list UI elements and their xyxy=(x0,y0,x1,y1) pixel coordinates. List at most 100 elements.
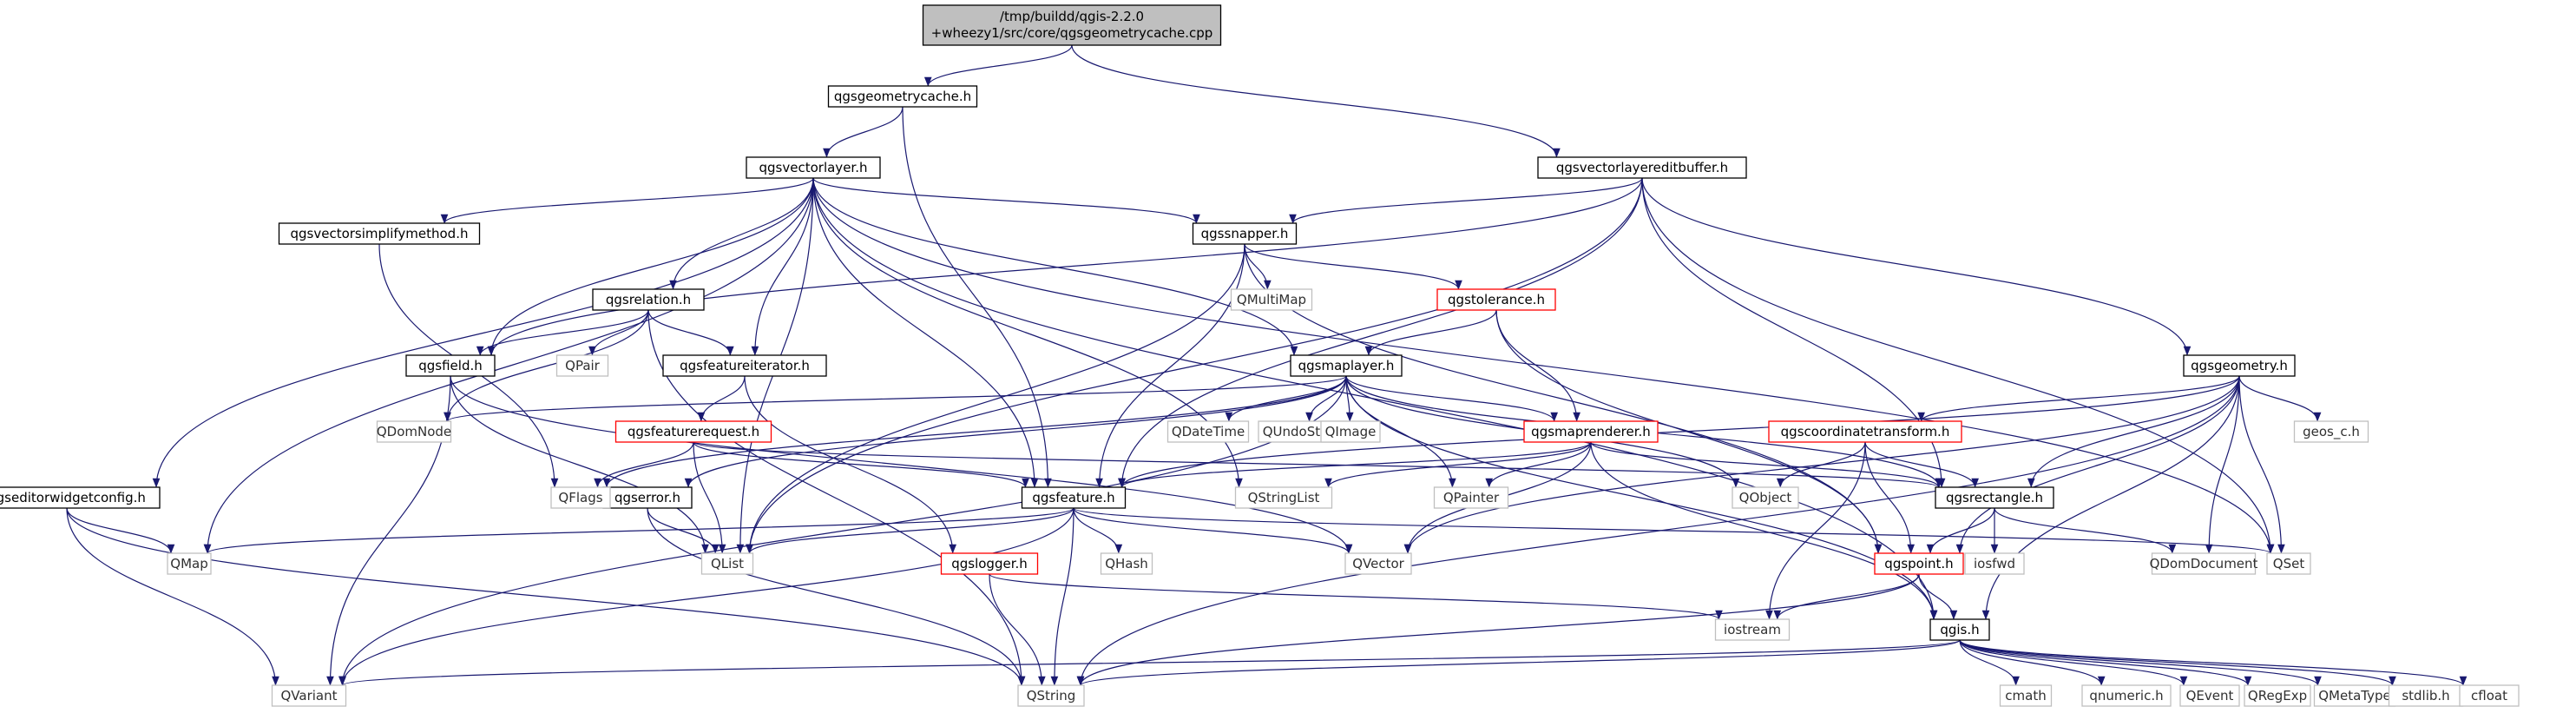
node-qlist: QList xyxy=(700,552,754,575)
node-box-qgsrectangle xyxy=(1935,486,2054,509)
node-qgsfeaturerequest[interactable]: qgsfeaturerequest.h xyxy=(614,420,772,443)
edge-qgsvectorlayereditbuffer-to-qgsgeometry xyxy=(1641,177,2192,356)
node-box-qimage xyxy=(1320,420,1381,443)
node-qgsvectorlayereditbuffer[interactable]: qgsvectorlayereditbuffer.h xyxy=(1537,156,1747,179)
edge-qgsgeometry-to-qdomdocument xyxy=(2205,375,2240,554)
edge-qgsfeature-to-qhash xyxy=(1073,507,1123,554)
node-label-root-2: +wheezy1/src/core/qgsgeometrycache.cpp xyxy=(931,25,1213,41)
node-qgis[interactable]: qgis.h xyxy=(1929,618,1990,641)
node-label-qgsrectangle: qgsrectangle.h xyxy=(1946,490,2043,505)
node-qgstolerance[interactable]: qgstolerance.h xyxy=(1436,288,1556,311)
node-qobject: QObject xyxy=(1732,486,1799,509)
node-label-qgstolerance: qgstolerance.h xyxy=(1448,292,1545,307)
node-qgsfeature[interactable]: qgsfeature.h xyxy=(1021,486,1127,509)
node-qgsfield[interactable]: qgsfield.h xyxy=(405,354,496,377)
node-label-qgscoordinatetransform: qgscoordinatetransform.h xyxy=(1781,424,1950,439)
edge-qgsrectangle-to-qdomdocument xyxy=(1994,507,2177,554)
node-qgsmaplayer[interactable]: qgsmaplayer.h xyxy=(1290,354,1403,377)
node-label-qgserror: qgserror.h xyxy=(614,490,680,505)
node-box-qgssnapper xyxy=(1192,222,1298,245)
node-box-qmultimap xyxy=(1230,288,1313,311)
edge-qgsgeometry-to-qset xyxy=(2238,375,2285,554)
node-label-qgssnapper: qgssnapper.h xyxy=(1201,226,1289,241)
node-label-qlist: QList xyxy=(711,556,744,571)
node-qstring: QString xyxy=(1017,684,1085,707)
edge-qgscoordinatetransform-to-qgsrectangle xyxy=(1864,441,1979,488)
node-qgserror[interactable]: qgserror.h xyxy=(602,486,693,509)
node-qgsgeometrycache[interactable]: qgsgeometrycache.h xyxy=(827,85,978,108)
node-qgsrectangle[interactable]: qgsrectangle.h xyxy=(1935,486,2054,509)
node-qgsgeometry[interactable]: qgsgeometry.h xyxy=(2183,354,2296,377)
edge-qgsfeaturerequest-to-qlist xyxy=(693,441,726,554)
edge-qgssnapper-to-qgsfeature xyxy=(1095,243,1245,488)
node-qgsvectorsimplifymethod[interactable]: qgsvectorsimplifymethod.h xyxy=(278,222,481,245)
node-iostream: iostream xyxy=(1714,618,1791,641)
node-qdomdocument: QDomDocument xyxy=(2150,552,2258,575)
node-qgseditorwidgetconfig[interactable]: qgseditorwidgetconfig.h xyxy=(0,486,161,509)
node-box-qgsvectorsimplifymethod xyxy=(278,222,481,245)
node-label-qgspoint: qgspoint.h xyxy=(1884,556,1953,571)
node-root[interactable]: /tmp/buildd/qgis-2.2.0+wheezy1/src/core/… xyxy=(922,4,1222,46)
node-qmetatype: QMetaType xyxy=(2313,684,2396,707)
edge-qgsfeature-to-qset xyxy=(1073,507,2274,554)
edge-qgsfeature-to-qvector xyxy=(1073,507,1353,554)
edge-qgsfeature-to-qlist xyxy=(746,507,1074,554)
node-qgscoordinatetransform[interactable]: qgscoordinatetransform.h xyxy=(1768,420,1962,443)
node-label-qgsfield: qgsfield.h xyxy=(418,358,483,373)
edge-qgsvectorlayereditbuffer-to-qset xyxy=(1641,177,2275,554)
node-label-qgseditorwidgetconfig: qgseditorwidgetconfig.h xyxy=(0,490,146,505)
node-box-qmap xyxy=(167,552,212,575)
node-qvector: QVector xyxy=(1344,552,1412,575)
edge-qgsvectorlayer-to-qgsfeatureiterator xyxy=(751,177,814,356)
node-box-qgsrelation xyxy=(592,288,705,311)
edge-qgsmaprenderer-to-qgsrectangle xyxy=(1590,441,1943,488)
node-box-qregexp xyxy=(2244,684,2311,707)
node-label-qgsgeometrycache: qgsgeometrycache.h xyxy=(834,89,971,104)
node-label-qdatetime: QDateTime xyxy=(1172,424,1245,439)
edge-qgsvectorlayer-to-qgsrelation xyxy=(669,177,814,290)
node-box-qpair xyxy=(555,354,609,377)
node-label-qmap: QMap xyxy=(170,556,207,571)
edge-qgsmaplayer-to-qflags xyxy=(602,375,1347,488)
node-box-qgsfeature xyxy=(1021,486,1127,509)
node-qgsmaprenderer[interactable]: qgsmaprenderer.h xyxy=(1523,420,1659,443)
node-label-qstring: QString xyxy=(1027,688,1076,703)
node-box-qdatetime xyxy=(1166,420,1250,443)
node-box-qmetatype xyxy=(2313,684,2396,707)
node-label-qgslogger: qgslogger.h xyxy=(951,556,1028,571)
node-qgspoint[interactable]: qgspoint.h xyxy=(1874,552,1964,575)
node-qgsrelation[interactable]: qgsrelation.h xyxy=(592,288,705,311)
node-label-qgsgeometry: qgsgeometry.h xyxy=(2191,358,2288,373)
node-qgsvectorlayer[interactable]: qgsvectorlayer.h xyxy=(746,156,881,179)
edge-qgscoordinatetransform-to-qobject xyxy=(1776,441,1866,488)
node-label-iostream: iostream xyxy=(1724,622,1781,637)
edge-qgsrelation-to-qdomnode xyxy=(444,309,649,422)
node-stdlib: stdlib.h xyxy=(2388,684,2464,707)
edge-qgsvectorlayer-to-qgsfield xyxy=(487,177,814,356)
node-qimage: QImage xyxy=(1320,420,1381,443)
node-qgslogger[interactable]: qgslogger.h xyxy=(940,552,1039,575)
node-box-qstringlist xyxy=(1234,486,1333,509)
node-box-qgsfeaturerequest xyxy=(614,420,772,443)
node-geos_c: geos_c.h xyxy=(2293,420,2369,443)
edge-qgsgeometry-to-geos_c xyxy=(2238,375,2322,422)
edge-qgslogger-to-qstring xyxy=(989,573,1046,686)
node-qgssnapper[interactable]: qgssnapper.h xyxy=(1192,222,1298,245)
node-label-qgsrelation: qgsrelation.h xyxy=(606,292,691,307)
node-qgsfeatureiterator[interactable]: qgsfeatureiterator.h xyxy=(662,354,827,377)
edge-qgsvectorlayereditbuffer-to-qgsfeature xyxy=(1118,177,1643,488)
edge-qgsfeaturerequest-to-qgsrectangle xyxy=(693,441,1942,488)
node-box-qgsmaprenderer xyxy=(1523,420,1659,443)
node-qregexp: QRegExp xyxy=(2244,684,2311,707)
edge-qgsrectangle-to-qgspoint xyxy=(1926,507,1995,554)
edge-qgstolerance-to-qgsmaprenderer xyxy=(1495,309,1580,422)
node-box-iosfwd xyxy=(1964,552,2025,575)
node-qmap: QMap xyxy=(167,552,212,575)
edge-qgsmaplayer-to-qgserror xyxy=(684,375,1347,488)
edge-qgslogger-to-iostream xyxy=(989,573,1723,620)
edge-qgsgeometrycache-to-qgsfeature xyxy=(902,106,1052,488)
edge-qgis-to-qnumeric xyxy=(1959,639,2106,686)
node-qpainter: QPainter xyxy=(1433,486,1509,509)
node-label-qgsmaprenderer: qgsmaprenderer.h xyxy=(1531,424,1651,439)
node-box-qgis xyxy=(1929,618,1990,641)
